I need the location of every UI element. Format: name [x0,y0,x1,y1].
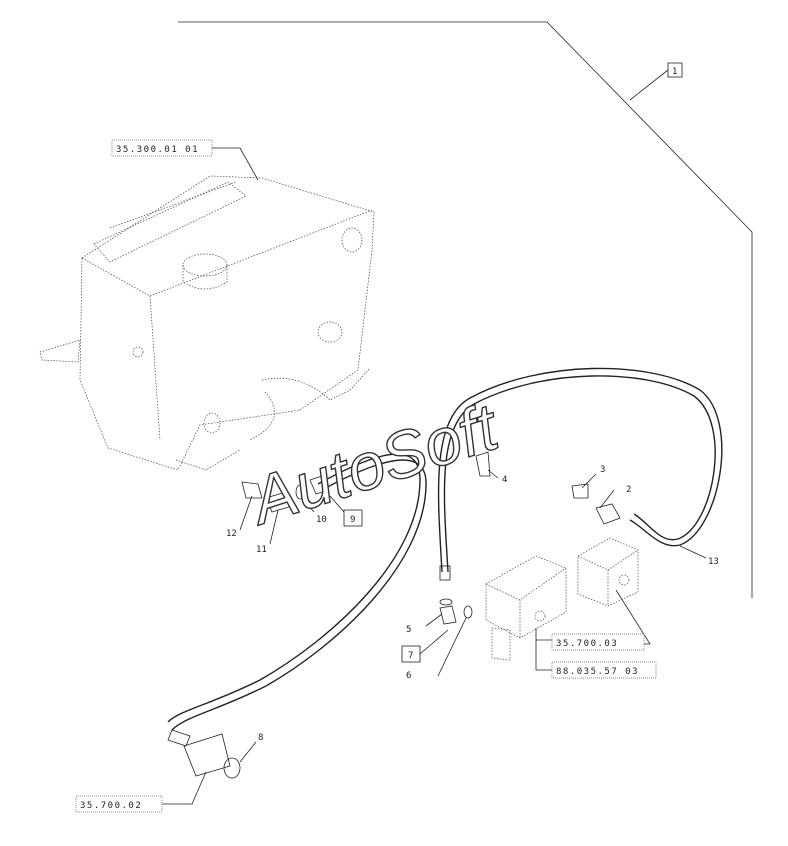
fitting-5 [439,605,457,625]
valve-ref-a-text: 35.700.03 [556,639,618,649]
fittings-group [167,451,621,779]
part-11: 11 [256,545,267,555]
part-13: 13 [708,557,719,567]
watermark: AutoSoft [239,388,509,539]
bottom-ref-text: 35.700.02 [80,801,142,811]
tank-ref-leader [212,147,259,181]
part-4: 4 [502,475,507,485]
group-callout-text: 1 [672,67,677,77]
tank-ref-text: 35.300.01 01 [116,145,199,155]
part-12: 12 [226,529,237,539]
valve-ref-a-box [551,633,645,651]
adapter-12 [241,481,263,499]
group-bracket-line [178,21,753,598]
plug-3 [571,483,589,499]
hose-end-fitting [167,729,191,747]
hose-9-fitting [309,475,329,495]
valve-ref-b-box [551,661,657,679]
part-10: 10 [316,515,327,525]
callout-9-box [343,509,363,527]
part-2: 2 [626,485,631,495]
o-ring-10 [295,484,305,500]
part-3: 3 [600,465,605,475]
valve-ref-b-text: 88.035.57 03 [556,667,639,677]
callout-7-leader [419,629,449,655]
valve-blocks [485,537,639,661]
o-ring-5a [439,598,453,606]
bottom-ref-box [75,795,163,813]
callout-7-text: 7 [408,651,413,661]
callout-9-text: 9 [350,515,355,525]
hydraulic-tank [39,175,375,471]
bottom-block [183,733,231,777]
cap-8 [223,757,241,779]
valve-ref-b-leader [535,640,552,671]
part-8: 8 [258,733,263,743]
o-ring-6 [463,605,473,619]
group-leader [629,69,669,101]
tank-ref-box [111,139,213,157]
valve-ref-a-leader-2 [615,589,651,645]
hose-13-end [439,565,451,581]
clamp-4 [475,451,491,477]
callout-7-box [401,645,421,663]
callout-9-leader [329,495,345,513]
tee-2 [595,503,621,525]
hose-13 [437,367,723,573]
part-6: 6 [406,671,411,681]
hose-9 [167,453,421,723]
group-callout-box [667,62,683,78]
elbow-11 [265,491,293,513]
part-5: 5 [406,625,411,635]
bottom-ref-leader [160,771,207,805]
